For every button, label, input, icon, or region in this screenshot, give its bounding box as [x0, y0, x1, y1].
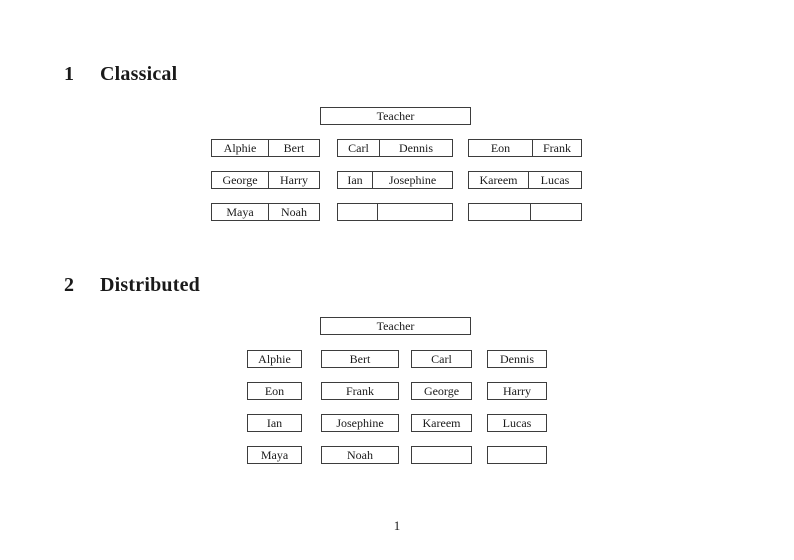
- section-heading-classical: 1 Classical: [64, 63, 177, 86]
- desk: George: [411, 382, 472, 400]
- seat: Josephine: [388, 173, 437, 187]
- seat: [469, 204, 531, 220]
- seat: [338, 204, 378, 220]
- seat: Eon: [469, 140, 533, 156]
- section-number: 1: [64, 63, 75, 85]
- section-title: Classical: [100, 63, 178, 85]
- section-number: 2: [64, 274, 75, 296]
- section-title: Distributed: [100, 274, 200, 296]
- desk: Harry: [487, 382, 547, 400]
- seat: Noah: [281, 205, 307, 219]
- seat: Frank: [543, 141, 571, 155]
- desk: Eon: [247, 382, 302, 400]
- desk: George Harry: [211, 171, 320, 189]
- desk: Noah: [321, 446, 399, 464]
- desk: Carl: [411, 350, 472, 368]
- desk: Ian Josephine: [337, 171, 453, 189]
- seat: Maya: [212, 204, 269, 220]
- desk: Dennis: [487, 350, 547, 368]
- teacher-box-classical: Teacher: [320, 107, 471, 125]
- seat: [378, 204, 452, 220]
- desk: Bert: [321, 350, 399, 368]
- desk: Josephine: [321, 414, 399, 432]
- section-heading-distributed: 2 Distributed: [64, 274, 200, 297]
- seat: Kareem: [469, 172, 529, 188]
- desk: Eon Frank: [468, 139, 582, 157]
- seat: George: [212, 172, 269, 188]
- desk: Ian: [247, 414, 302, 432]
- desk-empty: [468, 203, 582, 221]
- seat: Carl: [338, 140, 380, 156]
- desk: Maya: [247, 446, 302, 464]
- desk-empty: [337, 203, 453, 221]
- desk-empty: [487, 446, 547, 464]
- desk: Kareem: [411, 414, 472, 432]
- seat: Ian: [338, 172, 373, 188]
- seat: Bert: [283, 141, 305, 155]
- seat: [531, 204, 581, 220]
- teacher-label: Teacher: [376, 109, 415, 123]
- desk: Maya Noah: [211, 203, 320, 221]
- desk: Alphie Bert: [211, 139, 320, 157]
- desk: Carl Dennis: [337, 139, 453, 157]
- seat: Alphie: [212, 140, 269, 156]
- seat: Lucas: [540, 173, 570, 187]
- teacher-box-distributed: Teacher: [320, 317, 471, 335]
- desk: Frank: [321, 382, 399, 400]
- desk-empty: [411, 446, 472, 464]
- page-number: 1: [393, 518, 401, 533]
- desk: Lucas: [487, 414, 547, 432]
- teacher-label: Teacher: [376, 319, 415, 333]
- seat: Harry: [280, 173, 308, 187]
- desk: Alphie: [247, 350, 302, 368]
- desk: Kareem Lucas: [468, 171, 582, 189]
- seat: Dennis: [399, 141, 433, 155]
